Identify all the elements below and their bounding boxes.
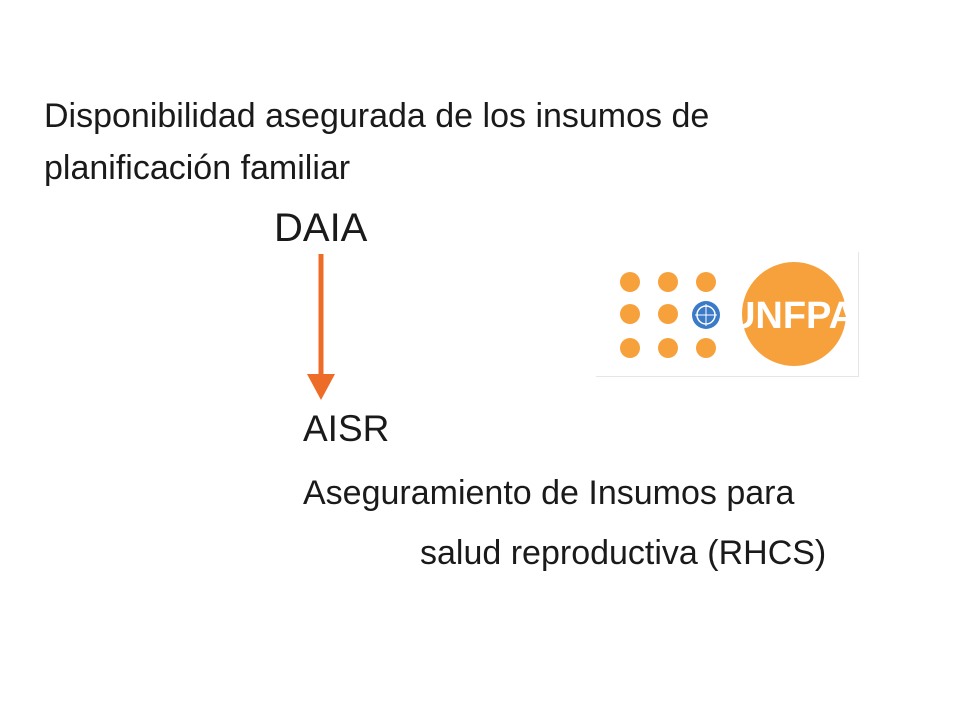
bottom-acronym: AISR — [303, 408, 390, 449]
subtitle-line-1: Aseguramiento de Insumos para — [303, 474, 795, 512]
logo-disc — [742, 262, 846, 366]
top-acronym: DAIA — [274, 206, 368, 250]
un-emblem-icon — [692, 301, 720, 329]
slide-title: Disponibilidad asegurada de los insumos … — [44, 97, 710, 187]
arrow-head — [307, 374, 335, 400]
subtitle-line-2: salud reproductiva (RHCS) — [420, 534, 827, 572]
logo-text: UNFPA — [728, 295, 856, 337]
unfpa-logo-graphic: UNFPA — [620, 262, 856, 366]
dots-grid — [620, 272, 716, 358]
unfpa-logo: UNFPA — [596, 252, 859, 377]
down-arrow-icon — [307, 254, 335, 400]
